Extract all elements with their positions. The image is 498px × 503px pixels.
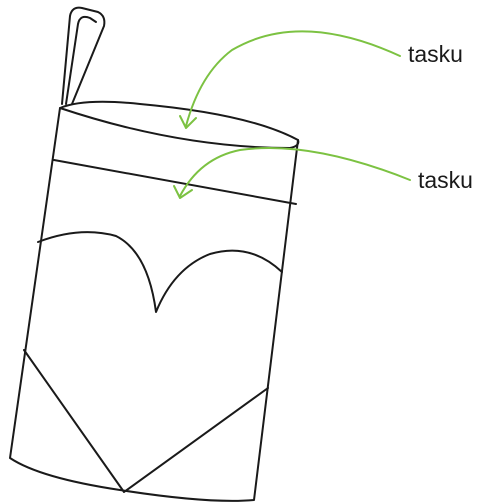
pocket-edge-top bbox=[53, 159, 297, 205]
leader-arrow-2 bbox=[173, 147, 411, 199]
hanging-loop-inner bbox=[65, 15, 97, 105]
heart-panel bbox=[37, 231, 283, 313]
bottom-panel bbox=[23, 349, 269, 493]
leader-arrow-1 bbox=[179, 30, 401, 129]
hanging-loop bbox=[61, 6, 106, 105]
label-pocket-1: tasku bbox=[408, 41, 463, 67]
pouch-opening bbox=[59, 100, 300, 149]
pouch-body bbox=[9, 107, 299, 502]
label-pocket-2: tasku bbox=[418, 167, 473, 193]
